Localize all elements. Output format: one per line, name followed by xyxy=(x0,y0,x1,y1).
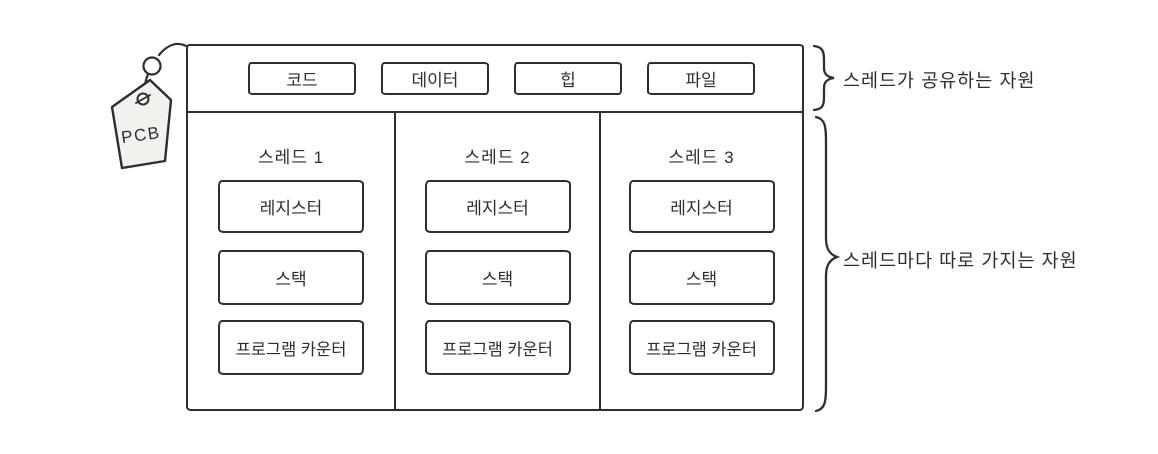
shared-box-code-label: 코드 xyxy=(286,71,318,90)
tag-string-icon xyxy=(157,42,190,57)
thread-1-title: 스레드 1 xyxy=(257,148,325,167)
thread-3-registers-label: 레지스터 xyxy=(670,199,733,218)
thread-column-3: 스레드 3 레지스터 스택 프로그램 카운터 xyxy=(601,113,802,409)
thread-2-title: 스레드 2 xyxy=(464,148,531,167)
shared-resources-section: 코드 데이터 힙 파일 xyxy=(188,46,802,113)
shared-box-files: 파일 xyxy=(647,62,755,95)
thread-3-registers-box: 레지스터 xyxy=(628,180,775,233)
thread-3-title: 스레드 3 xyxy=(668,148,735,167)
shared-resources-annotation: 스레드가 공유하는 자원 xyxy=(843,70,1036,91)
thread-1-stack-label: 스택 xyxy=(275,270,307,289)
thread-1-program-counter-box: 프로그램 카운터 xyxy=(218,320,364,375)
tag-string-loop-icon xyxy=(142,56,162,76)
thread-3-stack-box: 스택 xyxy=(628,250,775,305)
shared-box-heap: 힙 xyxy=(514,62,622,95)
shared-box-files-label: 파일 xyxy=(685,71,717,90)
thread-1-registers-box: 레지스터 xyxy=(218,180,364,233)
thread-3-program-counter-box: 프로그램 카운터 xyxy=(628,320,775,375)
thread-2-program-counter-box: 프로그램 카운터 xyxy=(424,320,571,375)
thread-1-program-counter-label: 프로그램 카운터 xyxy=(235,340,347,359)
per-thread-resources-annotation: 스레드마다 따로 가지는 자원 xyxy=(843,250,1078,271)
shared-box-data-label: 데이터 xyxy=(411,71,459,90)
pcb-tag-icon xyxy=(110,78,173,170)
thread-column-2: 스레드 2 레지스터 스택 프로그램 카운터 xyxy=(396,113,601,409)
tag-hole-slit-icon xyxy=(135,94,151,104)
thread-2-stack-box: 스택 xyxy=(424,250,571,305)
thread-1-stack-box: 스택 xyxy=(218,250,364,305)
curly-brace-bottom-icon xyxy=(814,115,841,413)
thread-2-program-counter-label: 프로그램 카운터 xyxy=(442,340,553,359)
thread-3-program-counter-label: 프로그램 카운터 xyxy=(646,340,757,359)
shared-box-heap-label: 힙 xyxy=(560,71,576,90)
shared-box-code: 코드 xyxy=(248,62,356,95)
thread-2-stack-label: 스택 xyxy=(481,270,514,289)
curly-brace-top-icon xyxy=(812,44,835,112)
thread-1-registers-label: 레지스터 xyxy=(259,199,323,218)
thread-column-1: 스레드 1 레지스터 스택 프로그램 카운터 xyxy=(188,113,396,409)
process-box: 코드 데이터 힙 파일 스레드 1 레지스터 스택 xyxy=(186,44,804,411)
thread-2-registers-box: 레지스터 xyxy=(424,180,571,233)
thread-2-registers-label: 레지스터 xyxy=(466,199,529,218)
shared-box-data: 데이터 xyxy=(381,62,489,95)
threads-section: 스레드 1 레지스터 스택 프로그램 카운터 스레드 2 레지스터 스택 xyxy=(188,113,802,409)
thread-3-stack-label: 스택 xyxy=(685,270,718,289)
